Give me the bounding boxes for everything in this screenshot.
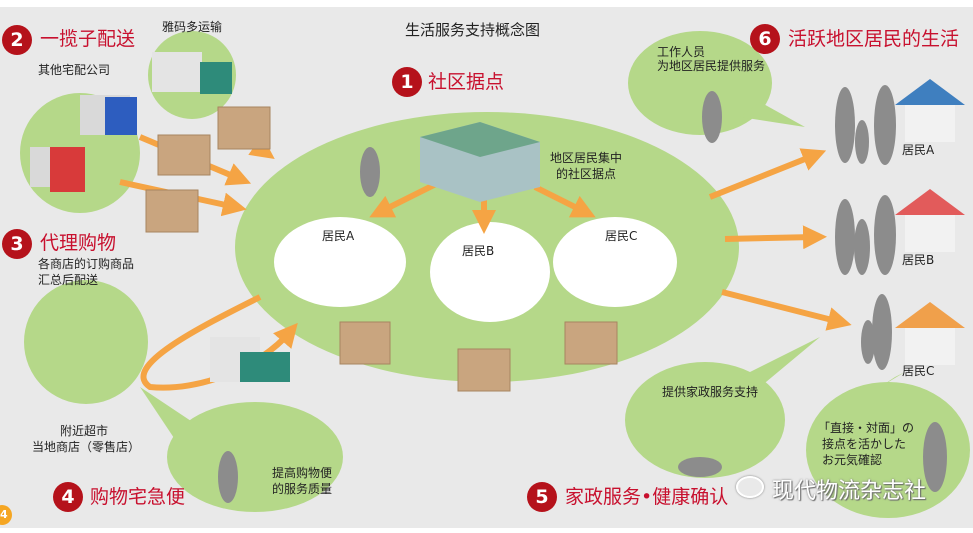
diagram-graphics [0, 31, 970, 525]
page-title: 生活服务支持概念图 [405, 21, 541, 39]
house-resident-c: 居民C [902, 364, 935, 378]
bubble-resident-b: 居民B [462, 244, 495, 258]
section-3-badge: 3 [2, 229, 32, 259]
people-silhouettes [218, 85, 947, 503]
section-5-title: 家政服务•健康确认 [565, 486, 729, 508]
worker-cloud [628, 31, 805, 135]
resident-b-bubble [430, 222, 550, 322]
store-label-1: 附近超市 [60, 424, 109, 438]
watermark: 现代物流杂志社 [772, 479, 927, 504]
hub-desc-1: 地区居民集中 [550, 151, 623, 165]
house-resident-a: 居民A [902, 143, 935, 157]
community-building [420, 122, 540, 202]
trucks [30, 52, 290, 382]
section-4-badge: 4 [53, 482, 83, 512]
section-3-title: 代理购物 [40, 232, 117, 254]
housework-desc: 提供家政服务支持 [662, 385, 759, 399]
store-label-2: 当地商店（零售店） [32, 440, 141, 454]
worker-desc-2: 为地区居民提供服务 [657, 59, 766, 73]
carrier-other-label: 其他宅配公司 [38, 63, 111, 77]
section-1-badge: 1 [392, 67, 422, 97]
hub-desc-2: 的社区据点 [556, 167, 617, 181]
section-4-title: 购物宅急便 [90, 486, 186, 508]
shopping-desc-1: 提高购物便 [272, 466, 333, 480]
section-1-title: 社区据点 [428, 71, 505, 93]
houses [895, 79, 965, 365]
bubble-resident-c: 居民C [605, 229, 638, 243]
house-resident-b: 居民B [902, 253, 935, 267]
resident-a-bubble [274, 217, 406, 307]
proxy-desc-2: 汇总后配送 [38, 273, 99, 287]
carrier-main-label: 雅码多运输 [162, 20, 223, 34]
health-desc-2: 接点を活かした [822, 437, 907, 451]
section-2-badge: 2 [2, 25, 32, 55]
diagram-canvas: 生活服务支持概念图 1 社区据点 地区居民集中 的社区据点 2 一揽子配送 雅码… [0, 7, 973, 528]
wechat-icon [736, 476, 764, 498]
corner-badge: 4 [0, 508, 8, 521]
stores-circle [24, 280, 148, 404]
housework-cloud [625, 337, 820, 478]
shopping-desc-2: 的服务质量 [272, 482, 333, 496]
health-desc-3: お元気確認 [822, 453, 883, 467]
bubble-resident-a: 居民A [322, 229, 355, 243]
proxy-desc-1: 各商店的订购商品 [38, 257, 135, 271]
resident-c-bubble [553, 217, 677, 307]
section-6-badge: 6 [750, 24, 780, 54]
section-2-title: 一揽子配送 [40, 28, 136, 50]
shopping-cloud [140, 387, 343, 512]
health-desc-1: 「直接・対面」の [818, 421, 915, 435]
worker-desc-1: 工作人员 [657, 45, 706, 59]
parcel-boxes [145, 106, 618, 392]
corner-badge-circle [0, 505, 12, 525]
section-6-title: 活跃地区居民的生活 [788, 28, 960, 50]
section-5-badge: 5 [527, 482, 557, 512]
